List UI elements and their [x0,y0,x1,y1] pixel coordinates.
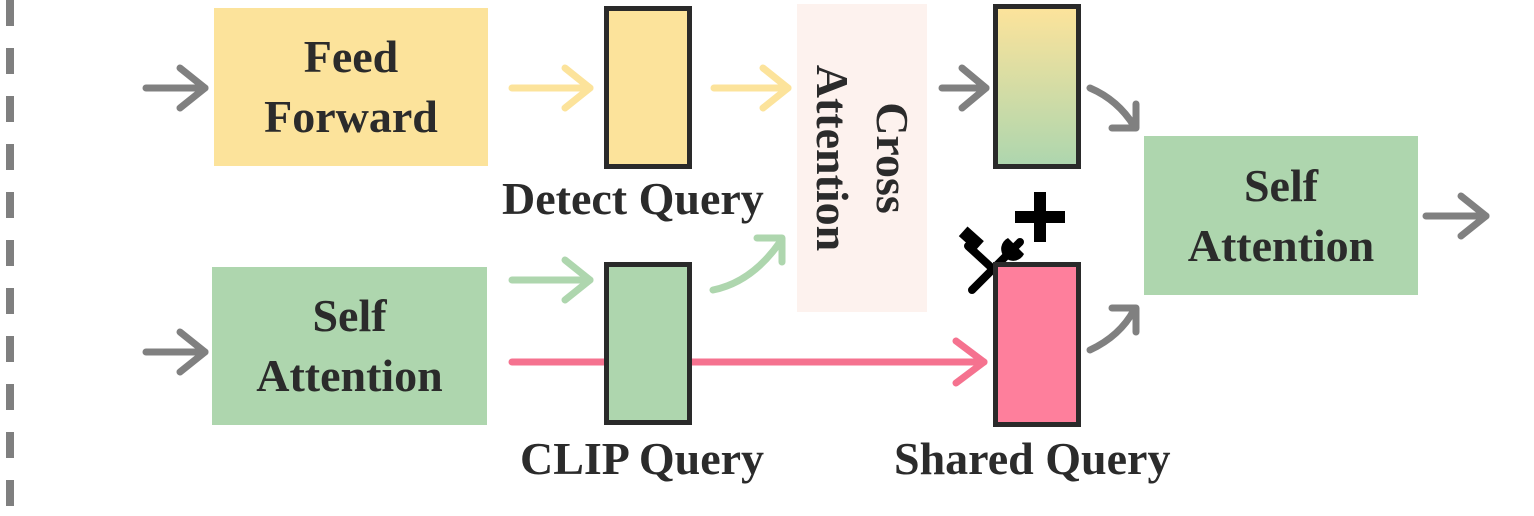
clip-query-token [604,262,692,425]
self-attention-right-line2: Attention [1187,219,1375,271]
output-arrow [1422,192,1490,240]
input-arrow-bottom [142,328,209,376]
shared-query-label: Shared Query [894,433,1171,484]
cross-attention-text: Cross Attention [807,3,918,313]
curved-arrow-bottom-to-self-attention [1086,304,1140,354]
self-attention-left-block: Self Attention [212,267,487,425]
feed-forward-line2: Forward [264,91,438,142]
input-arrow-top [142,64,209,112]
yellow-arrow-to-cross-attention [710,64,792,112]
detect-query-label: Detect Query [502,173,764,224]
cross-attention-block [797,4,927,312]
green-arrow-to-clip-query [508,256,594,304]
feed-forward-block: Feed Forward [214,8,488,166]
pink-arrow-to-shared-query [508,337,988,387]
self-attention-left-line1: Self [312,290,387,341]
gray-arrow-to-mixed-query [938,64,990,112]
yellow-arrow-to-detect-query [508,64,594,112]
shared-query-token [993,262,1081,427]
plus-icon [1015,192,1065,242]
cross-attention-line1: Cross [867,102,918,214]
self-attention-left-line2: Attention [256,350,443,401]
curved-arrow-top-to-self-attention [1086,84,1140,132]
self-attention-right-block: Self Attention [1144,136,1418,295]
green-arrow-to-cross-attention [709,234,786,294]
detect-query-token [604,6,692,169]
feed-forward-line1: Feed [303,31,399,82]
clip-query-label: CLIP Query [520,433,765,484]
mixed-query-token [993,4,1081,169]
self-attention-right-line1: Self [1243,159,1319,211]
cross-attention-line2: Attention [807,64,858,252]
